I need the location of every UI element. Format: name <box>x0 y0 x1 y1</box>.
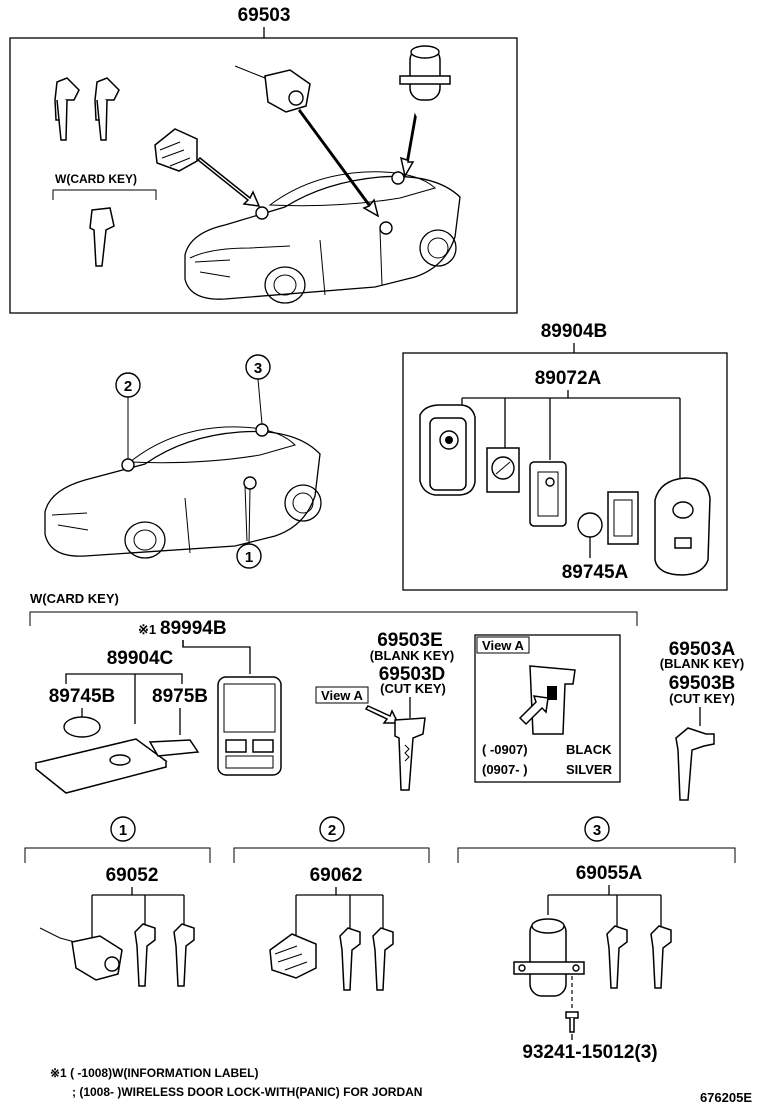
trunk-cylinder-icon <box>399 45 451 101</box>
set1-part-number: 69052 <box>106 865 159 886</box>
master-key-blank-part-number: 69503A <box>669 639 736 660</box>
card-battery-part-number: 89745B <box>49 686 116 707</box>
callout-1-label: 1 <box>245 549 253 566</box>
key-icon <box>173 923 195 987</box>
footnote-line-2: ; (1008- )WIRELESS DOOR LOCK-WITH(PANIC)… <box>72 1085 422 1099</box>
view-a-title: View A <box>482 638 525 653</box>
key-icon <box>134 923 156 987</box>
car-illustration-middle <box>44 423 322 559</box>
glove-box-cylinder-icon <box>154 128 198 172</box>
card-key-label-top: W(CARD KEY) <box>55 172 137 186</box>
battery-icon <box>577 512 603 538</box>
emergency-cut-key-icon <box>394 717 426 791</box>
diagram-number: 676205E <box>700 1090 752 1105</box>
card-key-section-label: W(CARD KEY) <box>30 591 119 606</box>
view-a-tag <box>315 686 369 704</box>
inner-plate-icon <box>607 491 639 545</box>
view-a-title-box <box>476 636 530 654</box>
key-icon <box>54 77 80 141</box>
master-key-cut-part-number: 69503B <box>669 673 736 694</box>
emergency-key-cut-part-number: 69503D <box>379 664 446 685</box>
emergency-key-cut-label: (CUT KEY) <box>380 681 446 696</box>
key-housing-icon <box>419 404 476 496</box>
card-key-body-icon <box>34 738 168 794</box>
car-illustration-top <box>184 171 461 304</box>
callout-3-bottom <box>584 816 610 842</box>
top-assembly-box <box>9 37 518 314</box>
set3-callout-label: 3 <box>593 822 601 839</box>
trunk-cylinder-icon <box>513 918 585 997</box>
view-a-tag-label: View A <box>321 688 364 703</box>
information-label-icon <box>148 739 200 757</box>
door-lock-cylinder-icon <box>39 927 123 981</box>
emergency-key-icon <box>89 207 115 267</box>
view-a-row2-range: (0907- ) <box>482 762 528 777</box>
card-sub-part-number: 89904C <box>107 648 174 669</box>
smart-key-part-number: 89904B <box>541 321 608 342</box>
callout-2-bottom <box>319 816 345 842</box>
card-battery-icon <box>63 716 101 738</box>
smart-key-battery-part-number: 89745A <box>562 562 629 583</box>
master-key-cut-label: (CUT KEY) <box>669 691 735 706</box>
top-part-number: 69503 <box>238 5 291 26</box>
key-icon <box>372 927 394 991</box>
card-label-part-number: 8975B <box>152 686 208 707</box>
key-icon <box>94 77 120 141</box>
key-icon <box>339 927 361 991</box>
emergency-key-blank-label: (BLANK KEY) <box>370 648 455 663</box>
set2-part-number: 69062 <box>310 865 363 886</box>
key-icon <box>650 925 672 989</box>
view-a-detail-box <box>474 634 621 783</box>
screw-part-number: 93241-15012(3) <box>522 1042 657 1063</box>
callout-3-label: 3 <box>254 360 262 377</box>
callout-2-label: 2 <box>124 378 132 395</box>
callout-1-bottom <box>110 816 136 842</box>
screw-icon <box>565 1011 579 1033</box>
view-a-row1-range: ( -0907) <box>482 742 528 757</box>
smart-key-sub-part-number: 89072A <box>535 368 602 389</box>
door-lock-cylinder-icon <box>234 65 311 113</box>
view-a-row2-color: SILVER <box>566 762 613 777</box>
glove-box-cylinder-icon <box>269 933 317 979</box>
set3-part-number: 69055A <box>576 863 643 884</box>
smart-key-box <box>402 352 728 591</box>
circuit-board-icon <box>529 461 567 527</box>
master-key-blank-label: (BLANK KEY) <box>660 656 745 671</box>
set2-callout-label: 2 <box>328 822 336 839</box>
key-head-detail-icon <box>518 665 576 735</box>
footnote-line-1: ※1 ( -1008)W(INFORMATION LABEL) <box>50 1066 259 1080</box>
set1-callout-label: 1 <box>119 822 127 839</box>
note-ref-mark: ※1 <box>138 622 156 637</box>
card-part-number: 89994B <box>160 618 227 639</box>
master-key-icon <box>675 727 715 801</box>
view-a-row1-color: BLACK <box>566 742 612 757</box>
emergency-key-blank-part-number: 69503E <box>377 630 443 651</box>
card-key-fob-icon <box>217 676 282 776</box>
smart-key-fob-icon <box>654 477 711 576</box>
key-icon <box>606 925 628 989</box>
battery-cover-icon <box>486 447 520 493</box>
